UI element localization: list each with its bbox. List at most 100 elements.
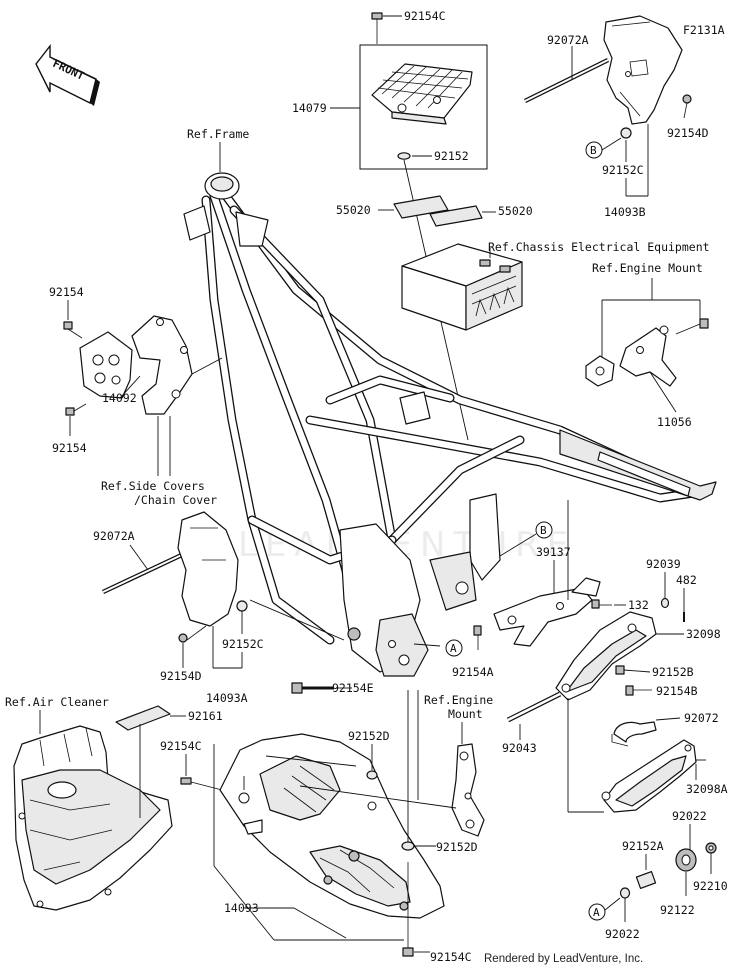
label-92022-top: 92022 xyxy=(672,809,707,823)
callout-A-bottom xyxy=(588,903,606,921)
label-55020-a: 55020 xyxy=(336,203,371,217)
label-14093: 14093 xyxy=(224,901,259,915)
bolt-icon xyxy=(473,625,482,650)
sticker-b-icon xyxy=(429,205,483,227)
seat-bracket-box xyxy=(359,44,488,170)
front-arrow-icon: FRONT xyxy=(35,43,100,106)
frame-icon xyxy=(183,172,717,677)
callout-A-mid xyxy=(445,639,463,657)
label-92152C-top: 92152C xyxy=(602,163,644,177)
credit-text: Rendered by LeadVenture, Inc. xyxy=(484,953,643,965)
ref-side-covers-label-1: Ref.Side Covers xyxy=(101,479,205,493)
label-92154B: 92154B xyxy=(656,684,698,698)
label-92154D-top: 92154D xyxy=(667,126,709,140)
ref-chassis-label: Ref.Chassis Electrical Equipment xyxy=(488,240,710,254)
battery-cover-icon xyxy=(603,15,683,125)
label-14092: 14092 xyxy=(102,391,137,405)
label-92152D-a: 92152D xyxy=(348,729,390,743)
label-32098: 32098 xyxy=(686,627,721,641)
washer-icon xyxy=(397,152,411,160)
ref-engine-mount-low-label-1: Ref.Engine xyxy=(424,693,493,707)
shaft-icon xyxy=(506,691,562,723)
long-bolt-icon xyxy=(291,682,334,694)
label-92210: 92210 xyxy=(693,879,728,893)
bolt-icon xyxy=(402,862,414,957)
label-92154E: 92154E xyxy=(332,681,374,695)
nut-icon xyxy=(705,842,717,854)
grommet-icon xyxy=(366,770,378,780)
label-92161: 92161 xyxy=(188,709,223,723)
ref-side-covers-label-2: /Chain Cover xyxy=(134,493,217,507)
strap-icon xyxy=(524,57,609,104)
label-92154C-top: 92154C xyxy=(404,9,446,23)
label-32098A: 32098A xyxy=(686,782,728,796)
label-92152C-mid: 92152C xyxy=(222,637,264,651)
chain-guide-bracket-icon xyxy=(493,577,601,647)
label-92154C-mid: 92154C xyxy=(160,739,202,753)
chain-guard-icon xyxy=(601,739,697,813)
washer-icon xyxy=(619,887,631,899)
label-55020-b: 55020 xyxy=(498,204,533,218)
label-92072A-mid: 92072A xyxy=(93,529,135,543)
label-92022-bottom: 92022 xyxy=(605,927,640,941)
side-cover-bracket-icon xyxy=(79,315,193,415)
ref-air-cleaner-label: Ref.Air Cleaner xyxy=(5,695,109,709)
clamp-icon xyxy=(611,721,657,747)
callout-B-mid-label: B xyxy=(540,524,547,537)
diagram-code: F2131A xyxy=(683,23,725,37)
engine-mount-plate-icon xyxy=(451,743,485,837)
bolt-icon xyxy=(615,665,625,675)
sticker-a-icon xyxy=(393,195,449,219)
battery-icon xyxy=(401,243,523,331)
damper-rubber-icon xyxy=(675,848,697,872)
air-cleaner-box-icon xyxy=(13,725,173,911)
strap-icon xyxy=(102,549,189,595)
grommet-icon xyxy=(620,127,632,139)
callout-A-mid-label: A xyxy=(450,642,457,655)
seat-bracket-grid-icon xyxy=(371,63,473,125)
label-39137: 39137 xyxy=(536,545,571,559)
label-11056: 11056 xyxy=(657,415,692,429)
label-92152: 92152 xyxy=(434,149,469,163)
label-92039: 92039 xyxy=(646,557,681,571)
screw-icon xyxy=(178,625,207,643)
label-92072: 92072 xyxy=(684,711,719,725)
label-92154A: 92154A xyxy=(452,665,494,679)
label-92152A: 92152A xyxy=(622,839,664,853)
grommet-icon xyxy=(401,841,415,851)
label-92152B: 92152B xyxy=(652,665,694,679)
skid-plate-icon xyxy=(219,733,445,919)
callout-B-mid xyxy=(535,521,553,539)
screw-icon xyxy=(682,94,692,119)
label-14093B: 14093B xyxy=(604,205,646,219)
callout-B-top-label: B xyxy=(590,144,597,157)
ref-engine-mount-top-label: Ref.Engine Mount xyxy=(592,261,703,275)
label-132: 132 xyxy=(628,598,649,612)
label-92152D-b: 92152D xyxy=(436,840,478,854)
bolt-icon xyxy=(63,321,83,339)
label-482: 482 xyxy=(676,573,697,587)
engine-mount-bracket-icon xyxy=(585,325,677,387)
label-92154-b: 92154 xyxy=(52,441,87,455)
bolt-icon xyxy=(675,318,709,335)
bolt-icon xyxy=(625,685,652,696)
ref-frame-label: Ref.Frame xyxy=(187,127,249,141)
bolt-icon xyxy=(591,599,612,609)
label-92154-a: 92154 xyxy=(49,285,84,299)
ref-engine-mount-low-label-2: Mount xyxy=(448,707,483,721)
label-92122: 92122 xyxy=(660,903,695,917)
label-92154D-mid: 92154D xyxy=(160,669,202,683)
collar-icon xyxy=(660,597,670,609)
grommet-icon xyxy=(236,600,248,612)
collar-sleeve-icon xyxy=(635,871,657,889)
label-14093A: 14093A xyxy=(206,691,248,705)
label-92154C-bottom: 92154C xyxy=(430,950,472,964)
label-92072A-top: 92072A xyxy=(547,33,589,47)
bolt-icon xyxy=(180,777,223,791)
chain-guide-icon xyxy=(555,611,657,701)
label-92043: 92043 xyxy=(502,741,537,755)
bolt-icon xyxy=(65,403,87,416)
label-14079: 14079 xyxy=(292,101,327,115)
pad-icon xyxy=(115,705,171,731)
